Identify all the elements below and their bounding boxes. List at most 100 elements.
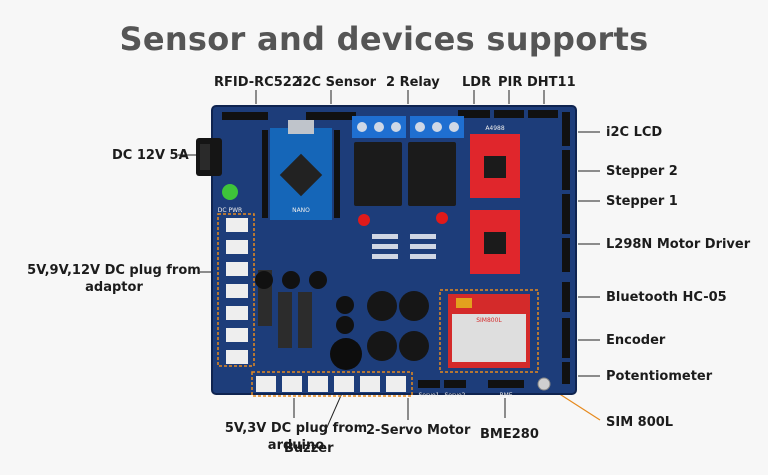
capacitor: [336, 296, 354, 314]
page-title: Sensor and devices supports: [119, 20, 649, 58]
jst-connector: [386, 376, 406, 392]
big-capacitor: [367, 331, 397, 361]
buzzer-component: [330, 338, 362, 370]
rfid-header: [222, 112, 268, 120]
resistor: [372, 244, 398, 249]
capacitor: [336, 316, 354, 334]
jst-connector: [226, 284, 248, 298]
jst-connector: [226, 328, 248, 342]
capacitor: [282, 271, 300, 289]
label-potentiometer: Potentiometer: [606, 369, 713, 384]
sim-antenna: [456, 298, 472, 308]
jst-connector: [226, 262, 248, 276]
mounting-hole: [537, 377, 551, 391]
capacitor: [255, 271, 273, 289]
dc-arduino-connectors: [256, 376, 406, 392]
label-rfid: RFID-RC522: [214, 75, 301, 90]
label-sim800l: SIM 800L: [606, 415, 674, 430]
bluetooth-header: [562, 282, 570, 312]
label-bluetooth: Bluetooth HC-05: [606, 290, 727, 305]
resistors: [372, 234, 436, 259]
resistor: [410, 234, 436, 239]
bme-label: BME: [499, 392, 512, 399]
sim800l-chip-label: SIM800L: [476, 317, 502, 324]
led-red: [358, 214, 370, 226]
resistor: [410, 244, 436, 249]
i2c-lcd-header: [562, 112, 570, 146]
jst-connector: [226, 240, 248, 254]
jst-connector: [334, 376, 354, 392]
label-dc12v: DC 12V 5A: [112, 148, 189, 163]
nano-chip: [279, 153, 323, 197]
relay-terminals: [352, 116, 464, 138]
dc-arduino-group: [251, 371, 413, 397]
servo2-label: Servo2: [444, 392, 465, 399]
big-capacitor: [367, 291, 397, 321]
label-dc-arduino: 5V,3V DC plug from arduino: [196, 420, 396, 454]
label-i2c-sensor: i2C Sensor: [298, 75, 377, 90]
resistor: [372, 254, 398, 259]
label-pir: PIR: [498, 75, 523, 90]
label-ldr: LDR: [462, 75, 492, 90]
terminal-screw: [374, 122, 384, 132]
label-encoder: Encoder: [606, 333, 666, 348]
a4988-label: A4988: [485, 125, 505, 132]
jst-connector: [360, 376, 380, 392]
servo1-header: [418, 380, 440, 388]
a4988-chip: [484, 232, 506, 254]
relay-1: [354, 142, 402, 206]
potentiometer-header: [562, 362, 570, 384]
pir-header: [494, 110, 524, 118]
label-stepper1: Stepper 1: [606, 194, 678, 209]
big-capacitor: [399, 331, 429, 361]
jst-connector: [226, 306, 248, 320]
bme280-header: [488, 380, 524, 388]
terminal-screw: [357, 122, 367, 132]
dc-jack-hole: [200, 144, 210, 170]
i2c-sensor-header: [306, 112, 356, 120]
sim800l-chip: [452, 314, 526, 362]
usb-port: [288, 120, 314, 134]
resistor: [410, 254, 436, 259]
ldr-header: [458, 110, 490, 118]
nano-header-left: [262, 130, 268, 218]
dht11-header: [528, 110, 558, 118]
terminal-screw: [415, 122, 425, 132]
label-buzzer: Buzzer: [284, 441, 334, 456]
label-dc-adaptor: 5V,9V,12V DC plug from adaptor: [26, 262, 202, 296]
top-headers: [222, 110, 558, 120]
nano-label: NANO: [292, 207, 310, 214]
right-headers: [562, 112, 570, 384]
relay-2: [408, 142, 456, 206]
stepper2-header: [562, 150, 570, 190]
big-capacitor: [399, 291, 429, 321]
board-edge: [211, 105, 577, 395]
led-red: [436, 212, 448, 224]
dc-pwr-label: DC PWR: [218, 207, 242, 214]
label-i2c-lcd: i2C LCD: [606, 125, 663, 140]
jst-connector: [256, 376, 276, 392]
label-bme280: BME280: [480, 427, 539, 442]
capacitor: [309, 271, 327, 289]
resistor: [372, 234, 398, 239]
l298n-header: [562, 238, 570, 272]
dc-adaptor-connectors: [226, 218, 248, 364]
label-dc-adaptor-line2: adaptor: [85, 280, 143, 295]
servo2-header: [444, 380, 466, 388]
encoder-header: [562, 318, 570, 358]
stepper1-header: [562, 194, 570, 234]
regulator: [298, 292, 312, 348]
jst-connector: [308, 376, 328, 392]
label-dc-arduino-line1: 5V,3V DC plug from: [224, 421, 368, 436]
label-dht11: DHT11: [527, 75, 576, 90]
label-dc-arduino-line2: arduino: [267, 438, 325, 453]
nano-header-right: [334, 130, 340, 218]
terminal-screw: [432, 122, 442, 132]
dc-adaptor-group: [217, 213, 255, 367]
jst-connector: [226, 350, 248, 364]
a4988-chip: [484, 156, 506, 178]
label-l298n: L298N Motor Driver: [606, 237, 751, 252]
jst-connector: [226, 218, 248, 232]
